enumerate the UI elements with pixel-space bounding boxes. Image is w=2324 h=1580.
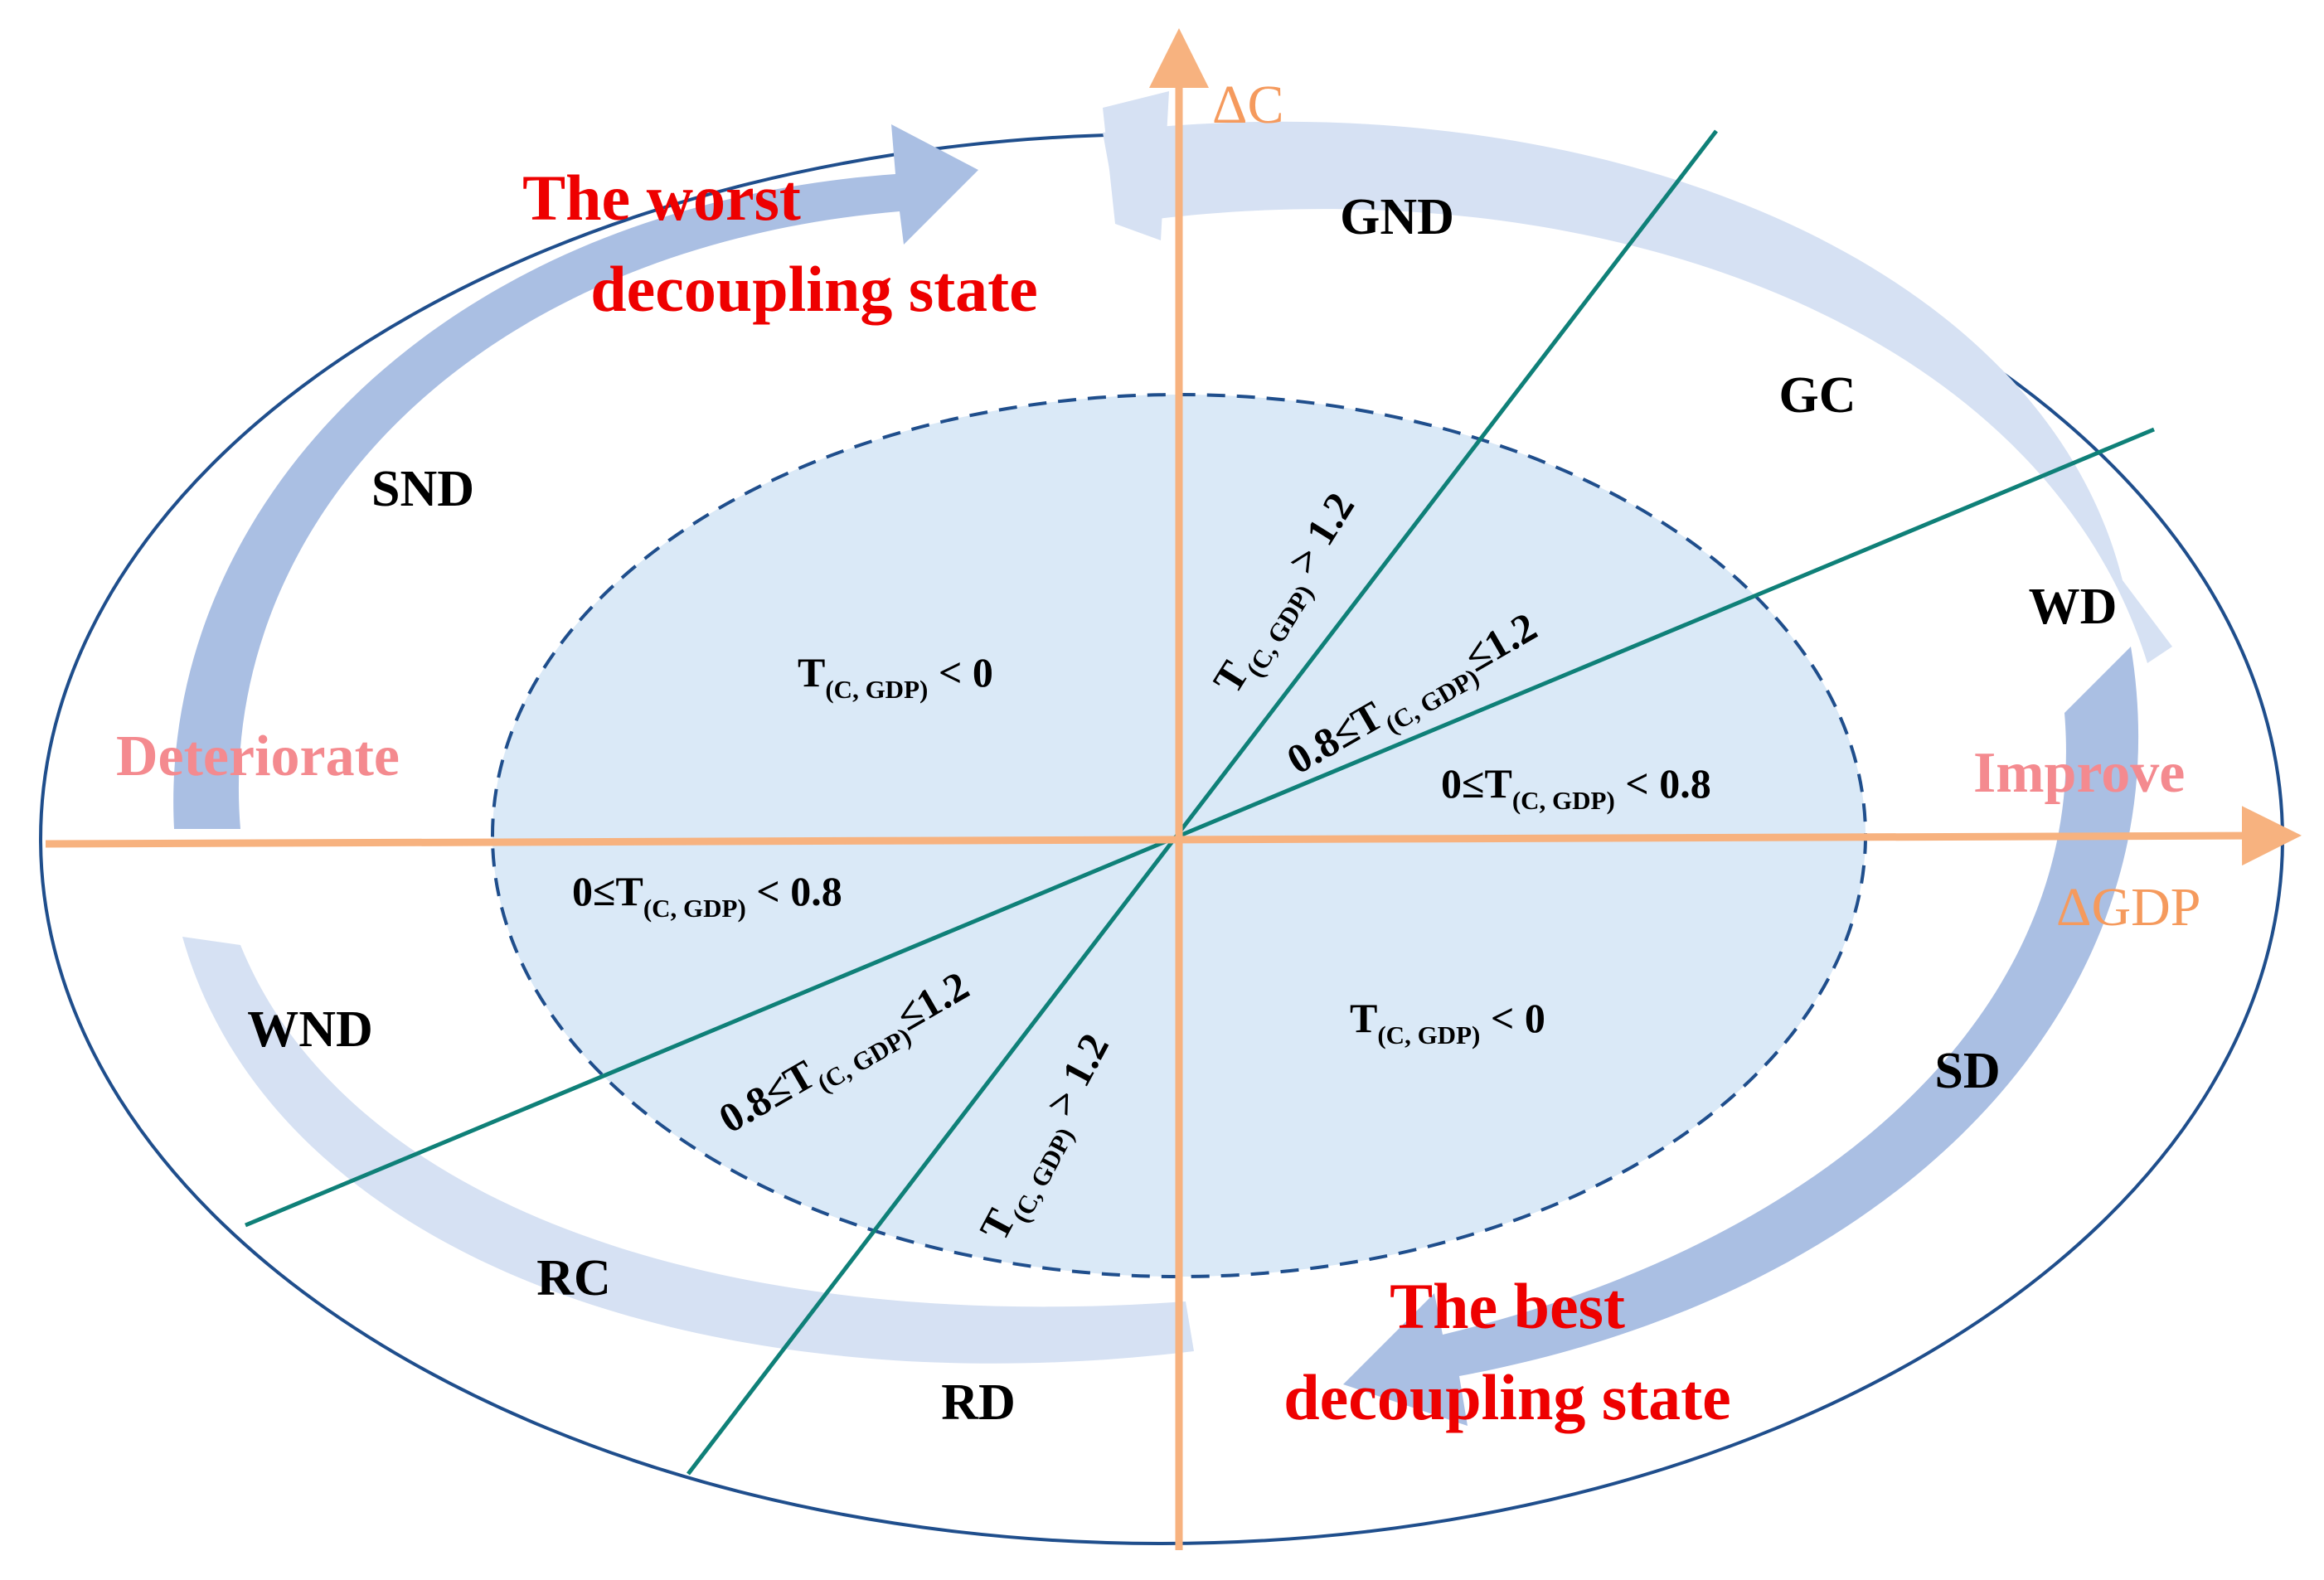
best-state-title-line2: decoupling state [1283, 1361, 1731, 1433]
x-axis [45, 806, 2302, 866]
state-gnd: GND [1340, 189, 1454, 245]
worst-state-title-line2: decoupling state [590, 253, 1038, 325]
state-labels: GND GC WD SD RD RC WND SND [247, 189, 2117, 1431]
bottom-flow-arrow [182, 937, 1194, 1364]
divider-lines [245, 129, 2155, 1476]
best-state-title-line1: The best [1390, 1270, 1625, 1342]
shallow-divider-line [245, 427, 2155, 1228]
state-wd: WD [2029, 579, 2118, 635]
top-arrow-head [1103, 91, 1169, 240]
best-direction-arrow [1343, 647, 2139, 1426]
state-rc: RC [536, 1250, 611, 1306]
state-sd: SD [1934, 1043, 2000, 1099]
condition-lower-right: T(C, GDP) < 0 [1350, 995, 1545, 1049]
worst-direction-arrow [173, 124, 979, 829]
flow-arrows [173, 91, 2172, 1426]
condition-upper-right-low: 0≤T(C, GDP) < 0.8 [1441, 760, 1711, 815]
state-wnd: WND [247, 1001, 373, 1058]
improve-label: Improve [1973, 741, 2185, 805]
x-axis-label: ΔGDP [2056, 877, 2200, 938]
condition-upper-left: T(C, GDP) < 0 [798, 649, 993, 704]
state-snd: SND [371, 461, 474, 517]
axes [45, 28, 2302, 1550]
steep-divider-line [687, 129, 1718, 1476]
top-flow-arrow [1103, 121, 2172, 663]
state-rd: RD [941, 1374, 1016, 1431]
worst-state-title-line1: The worst [522, 162, 801, 234]
deteriorate-label: Deteriorate [116, 725, 400, 788]
state-gc: GC [1779, 367, 1856, 424]
condition-lower-left-low: 0≤T(C, GDP) < 0.8 [572, 868, 842, 923]
y-axis-label: ΔC [1212, 75, 1283, 135]
